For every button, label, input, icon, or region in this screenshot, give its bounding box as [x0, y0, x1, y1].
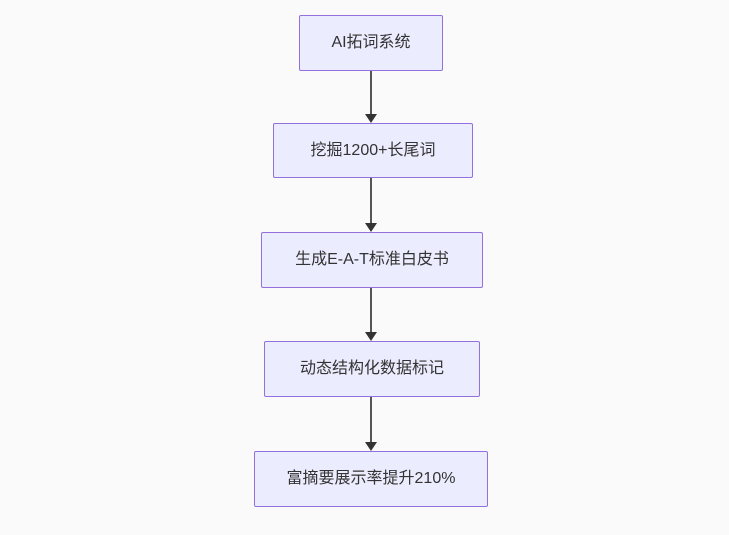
arrow-line [370, 178, 372, 223]
node-label: 挖掘1200+长尾词 [310, 141, 436, 159]
arrowhead-down-icon [365, 114, 377, 123]
flow-arrow-4 [365, 397, 377, 451]
arrow-line [370, 397, 372, 442]
node-label: 富摘要展示率提升210% [286, 470, 456, 488]
flowchart-node-structured-data-markup: 动态结构化数据标记 [264, 341, 480, 397]
arrowhead-down-icon [365, 332, 377, 341]
node-label: 生成E-A-T标准白皮书 [295, 251, 449, 269]
arrowhead-down-icon [365, 223, 377, 232]
arrow-line [370, 71, 372, 114]
flowchart-node-rich-snippet-result: 富摘要展示率提升210% [254, 451, 488, 507]
flow-arrow-3 [365, 288, 377, 341]
node-label: 动态结构化数据标记 [299, 360, 444, 378]
flowchart-node-ai-keyword-system: AI拓词系统 [299, 15, 443, 71]
arrow-line [370, 288, 372, 332]
node-label: AI拓词系统 [331, 34, 411, 52]
flowchart-node-eat-whitepaper: 生成E-A-T标准白皮书 [261, 232, 483, 288]
arrowhead-down-icon [365, 442, 377, 451]
flow-arrow-2 [365, 178, 377, 232]
flow-arrow-1 [365, 71, 377, 123]
flowchart-node-longtail-mining: 挖掘1200+长尾词 [273, 123, 473, 178]
